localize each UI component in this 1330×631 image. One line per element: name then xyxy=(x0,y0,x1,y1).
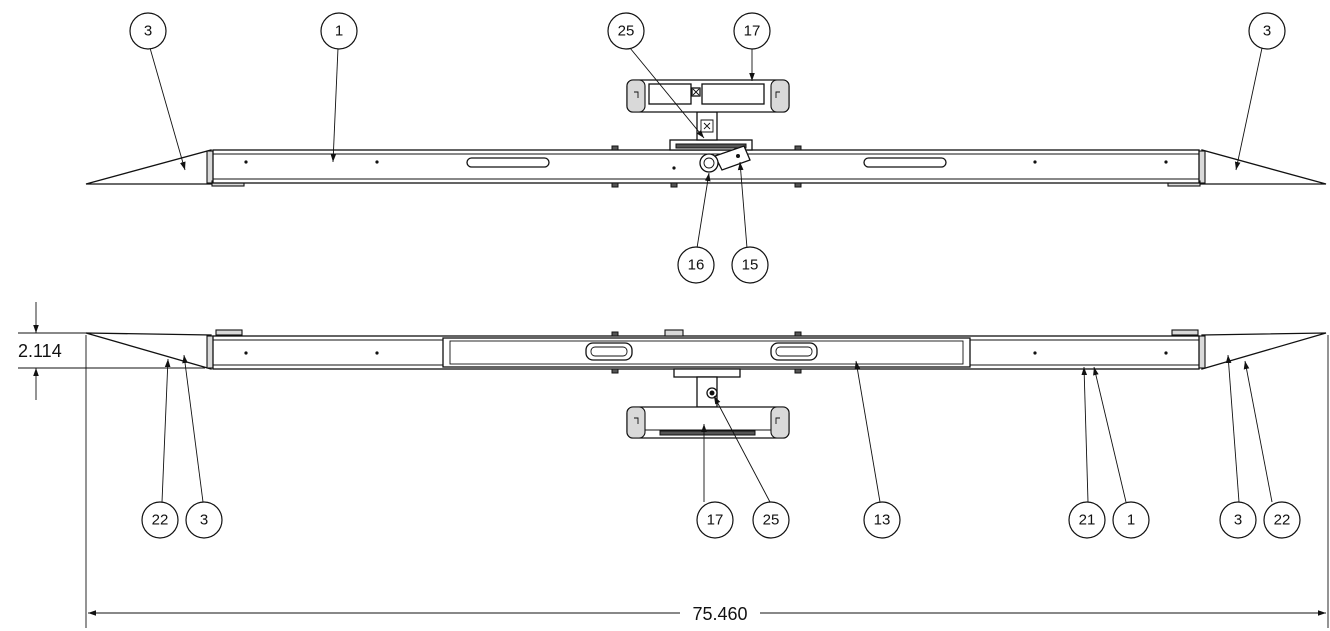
balloons-top: 3 1 25 17 3 16 15 xyxy=(129,12,1286,284)
svg-text:22: 22 xyxy=(1274,512,1291,529)
height-dimension-value: 2.114 xyxy=(18,341,62,361)
balloon-22-right: 22 xyxy=(1263,501,1301,539)
balloon-25-bottom: 25 xyxy=(752,501,790,539)
svg-text:17: 17 xyxy=(744,23,761,40)
balloon-17-top: 17 xyxy=(733,12,771,50)
balloon-13: 13 xyxy=(863,501,901,539)
svg-text:16: 16 xyxy=(688,257,705,274)
balloon-15: 15 xyxy=(731,246,769,284)
svg-text:25: 25 xyxy=(618,23,635,40)
camera-assembly-top xyxy=(626,79,790,151)
svg-text:1: 1 xyxy=(1127,512,1135,529)
svg-text:3: 3 xyxy=(1234,512,1242,529)
balloon-3-left-top: 3 xyxy=(129,12,167,50)
svg-text:13: 13 xyxy=(874,512,891,529)
svg-text:3: 3 xyxy=(144,23,152,40)
dimension-height: 2.114 xyxy=(18,302,205,400)
balloon-22-left: 22 xyxy=(141,501,179,539)
balloon-1-top: 1 xyxy=(320,12,358,50)
svg-text:25: 25 xyxy=(763,512,780,529)
overall-length-value: 75.460 xyxy=(692,604,747,624)
balloon-3-right-top: 3 xyxy=(1248,12,1286,50)
svg-text:15: 15 xyxy=(742,257,759,274)
bottom-view xyxy=(85,329,1327,439)
balloon-3-right-bottom: 3 xyxy=(1219,501,1257,539)
balloon-21: 21 xyxy=(1068,501,1106,539)
balloon-1-bottom: 1 xyxy=(1112,501,1150,539)
right-ramp-bottom xyxy=(1171,329,1327,370)
center-section-bottom xyxy=(442,337,971,368)
svg-text:17: 17 xyxy=(707,512,724,529)
svg-text:21: 21 xyxy=(1079,512,1096,529)
svg-text:22: 22 xyxy=(152,512,169,529)
balloon-16: 16 xyxy=(677,246,715,284)
balloon-3-left-bottom: 3 xyxy=(185,501,223,539)
dimension-overall-length: 75.460 xyxy=(85,335,1329,628)
top-view xyxy=(85,79,1327,188)
left-ramp-bottom xyxy=(85,329,243,370)
latch-top xyxy=(699,145,751,173)
svg-text:1: 1 xyxy=(335,23,343,40)
balloons-bottom: 22 3 17 25 13 21 1 3 22 xyxy=(141,501,1301,539)
leader-lines xyxy=(149,47,1273,503)
balloon-17-bottom: 17 xyxy=(696,501,734,539)
svg-text:3: 3 xyxy=(200,512,208,529)
camera-assembly-bottom xyxy=(626,368,790,439)
balloon-25-top: 25 xyxy=(607,12,645,50)
svg-text:3: 3 xyxy=(1263,23,1271,40)
